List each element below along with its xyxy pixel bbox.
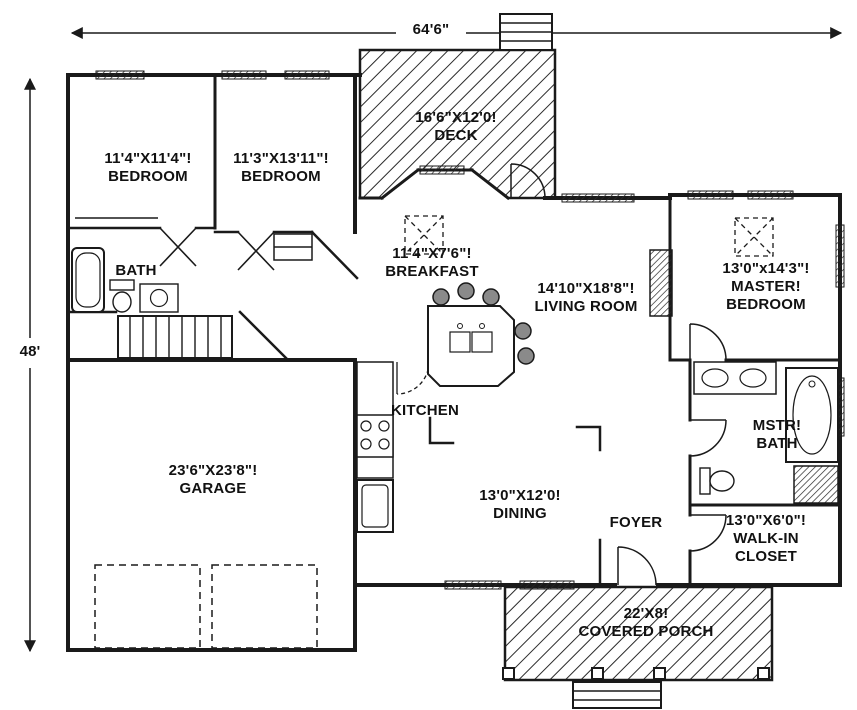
label-dining: 13'0"X12'0! DINING (479, 487, 561, 522)
staircase (117, 315, 233, 359)
closet-door (689, 514, 727, 552)
label-covered-porch: 22'X8! COVERED PORCH (578, 605, 714, 640)
hall-bath-fixtures (71, 247, 179, 313)
pantry-door (396, 361, 430, 395)
master-toilet (699, 467, 735, 495)
label-kitchen: KITCHEN (390, 402, 460, 419)
label-master-bedroom: 13'0"x14'3"! MASTER! BEDROOM (722, 260, 810, 313)
toilet (109, 279, 135, 313)
bath-vanity (139, 283, 179, 313)
refrigerator (356, 479, 394, 533)
stove (356, 414, 394, 458)
double-vanity (693, 361, 777, 395)
kitchen-island (427, 305, 515, 387)
label-deck: 16'6"X12'0! DECK (415, 109, 497, 144)
label-garage: 23'6"X23'8"! GARAGE (168, 462, 258, 497)
bar-stools (432, 282, 535, 365)
dimension-height-label: 48' (20, 343, 41, 361)
ceiling-fan-master (734, 217, 774, 257)
fireplace (649, 249, 673, 317)
label-bedroom-a: 11'4"X11'4"! BEDROOM (104, 150, 192, 185)
bedroom-b-door (237, 231, 275, 271)
partition-walls (66, 226, 602, 587)
label-walk-in-closet: 13'0"X6'0"! WALK-IN CLOSET (725, 512, 807, 565)
porch-steps (572, 681, 662, 709)
master-door (689, 323, 727, 361)
door-swings (159, 163, 727, 586)
master-bath-door (689, 419, 727, 457)
windows (95, 70, 845, 590)
label-foyer: FOYER (609, 514, 663, 531)
label-bath: BATH (115, 262, 157, 279)
deck-door (510, 163, 546, 199)
garage-doors (94, 564, 318, 649)
garden-tub (785, 367, 839, 463)
label-breakfast: 11'4"X7'6"! BREAKFAST (385, 245, 479, 280)
dim-width-text: 64'6" (412, 21, 450, 38)
label-living-room: 14'10"X18'8"! LIVING ROOM (534, 280, 638, 315)
label-bedroom-b: 11'3"X13'11"! BEDROOM (233, 150, 329, 185)
bedroom-a-door (159, 227, 197, 267)
closet-walls (75, 217, 313, 261)
ceiling-fan-breakfast (404, 215, 444, 255)
kitchen-fixtures (356, 282, 535, 533)
shower (793, 465, 839, 504)
label-master-bath: MSTR! BATH (752, 417, 802, 452)
porch-columns (502, 667, 770, 680)
dim-height-text: 48' (19, 343, 41, 360)
deck-steps (499, 13, 553, 51)
porch-area (502, 585, 774, 709)
front-door (617, 546, 657, 586)
dimension-width-label: 64'6" (413, 21, 450, 39)
master-bath-fixtures (693, 361, 839, 504)
